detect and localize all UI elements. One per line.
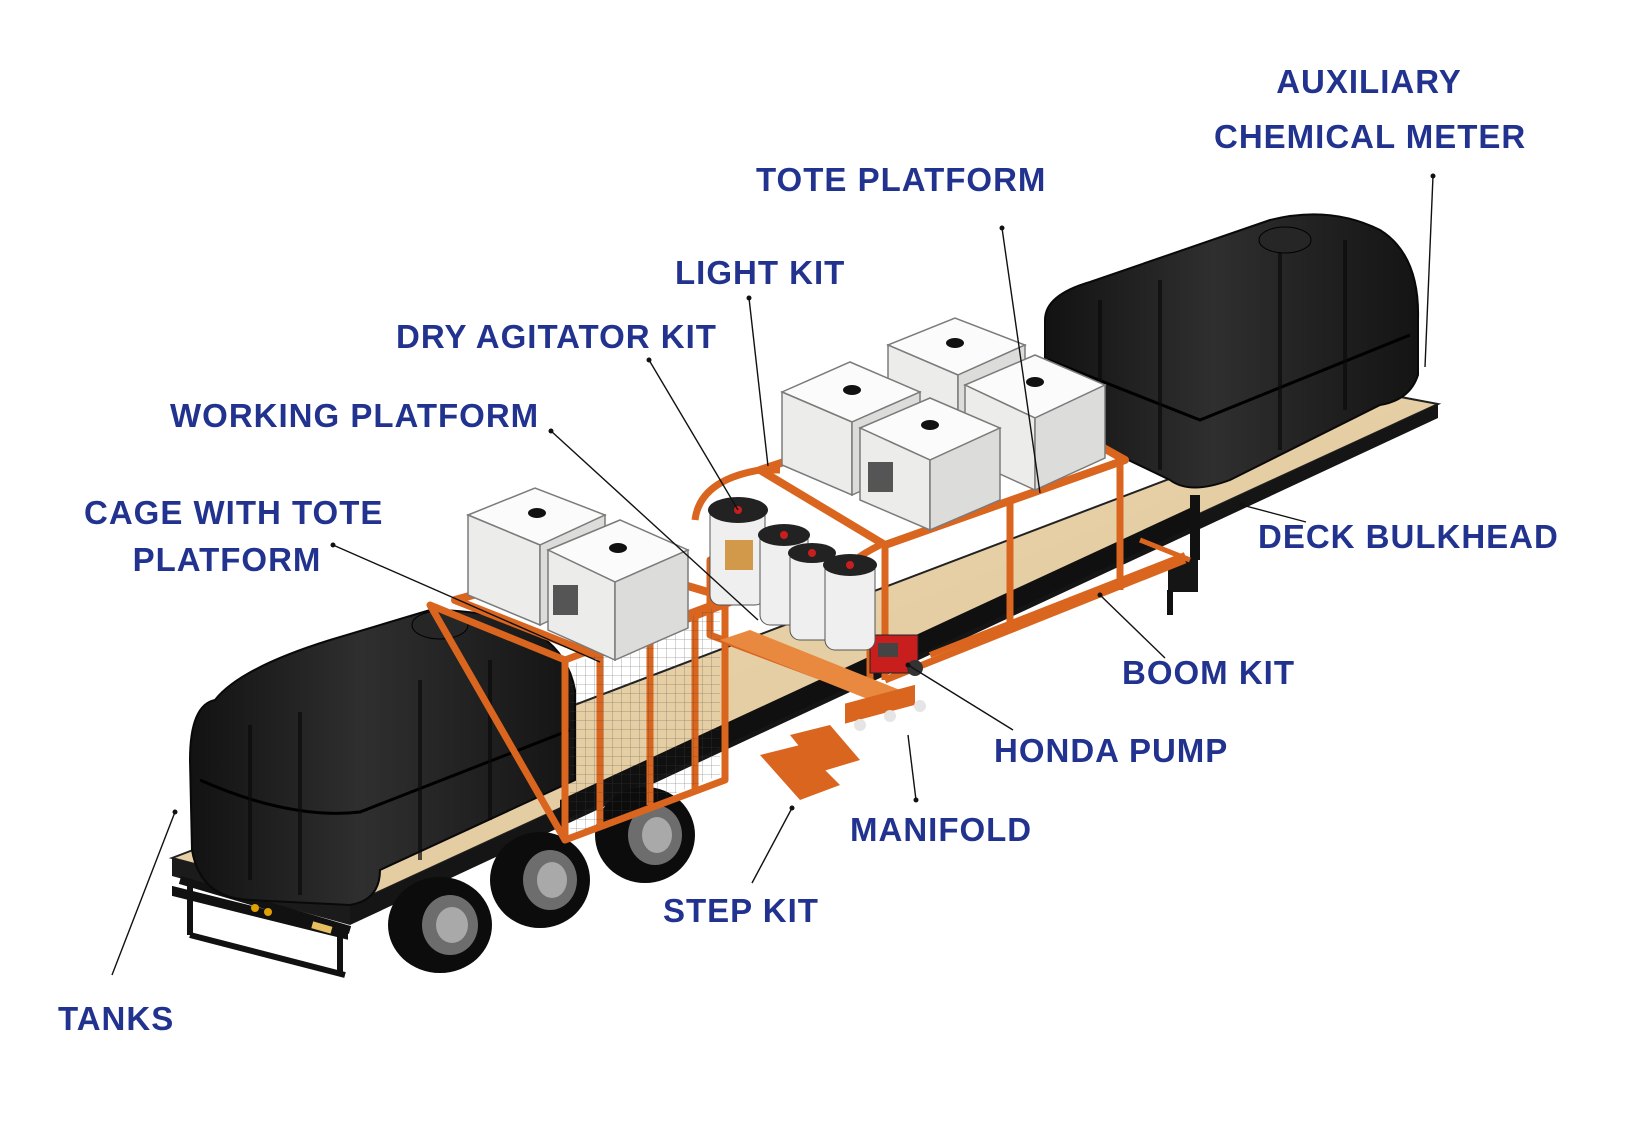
ibc-totes [466,317,1107,662]
boom-arm [928,552,1187,658]
label-tanks: TANKS [58,1000,175,1037]
label-manifold: MANIFOLD [850,811,1033,848]
leader-lines [111,173,1436,976]
leader-working-platform [548,428,759,621]
label-deck-bulkhead: DECK BULKHEAD [1258,518,1559,555]
rear-bumper [172,885,348,940]
label-tote-platform: TOTE PLATFORM [756,161,1047,198]
wheel [388,877,492,973]
label-working-platform: WORKING PLATFORM [170,397,540,434]
leader-step-kit [751,805,795,884]
ibc-tote [546,519,690,662]
label-dry-agitator-kit: DRY AGITATOR KIT [396,318,717,355]
label-light-kit: LIGHT KIT [675,254,846,291]
wheel [490,832,590,928]
tail-light [251,904,259,912]
leader-dry-agitator-kit [646,357,739,511]
label-honda-pump: HONDA PUMP [994,732,1229,769]
leader-tote-platform [999,225,1041,494]
leader-tanks [111,809,178,976]
ibc-tote [963,354,1107,492]
label-cage-line-1: CAGE WITH TOTE [84,494,384,531]
dry-agitator-hoppers [708,497,877,651]
leader-honda-pump [905,662,1014,731]
leader-light-kit [746,295,769,467]
leader-auxiliary-chemical-meter [1424,173,1436,368]
label-auxiliary-line-1: AUXILIARY [1276,63,1462,100]
label-auxiliary-chemical-meter: AUXILIARY CHEMICAL METER [1214,58,1527,160]
label-cage-line-2: PLATFORM [132,541,322,578]
leader-boom-kit [1097,592,1166,659]
label-step-kit: STEP KIT [663,892,819,929]
label-cage-with-tote-platform: CAGE WITH TOTE PLATFORM [84,489,384,583]
ibc-tote [858,397,1002,532]
leader-manifold [907,734,919,803]
leader-deck-bulkhead [1239,502,1307,523]
label-boom-kit: BOOM KIT [1122,654,1295,691]
leader-cage-with-tote-platform [330,542,601,663]
manifold-part [845,684,926,731]
label-auxiliary-line-2: CHEMICAL METER [1214,118,1527,155]
honda-pump-part [869,634,923,676]
front-tank [1044,213,1420,489]
